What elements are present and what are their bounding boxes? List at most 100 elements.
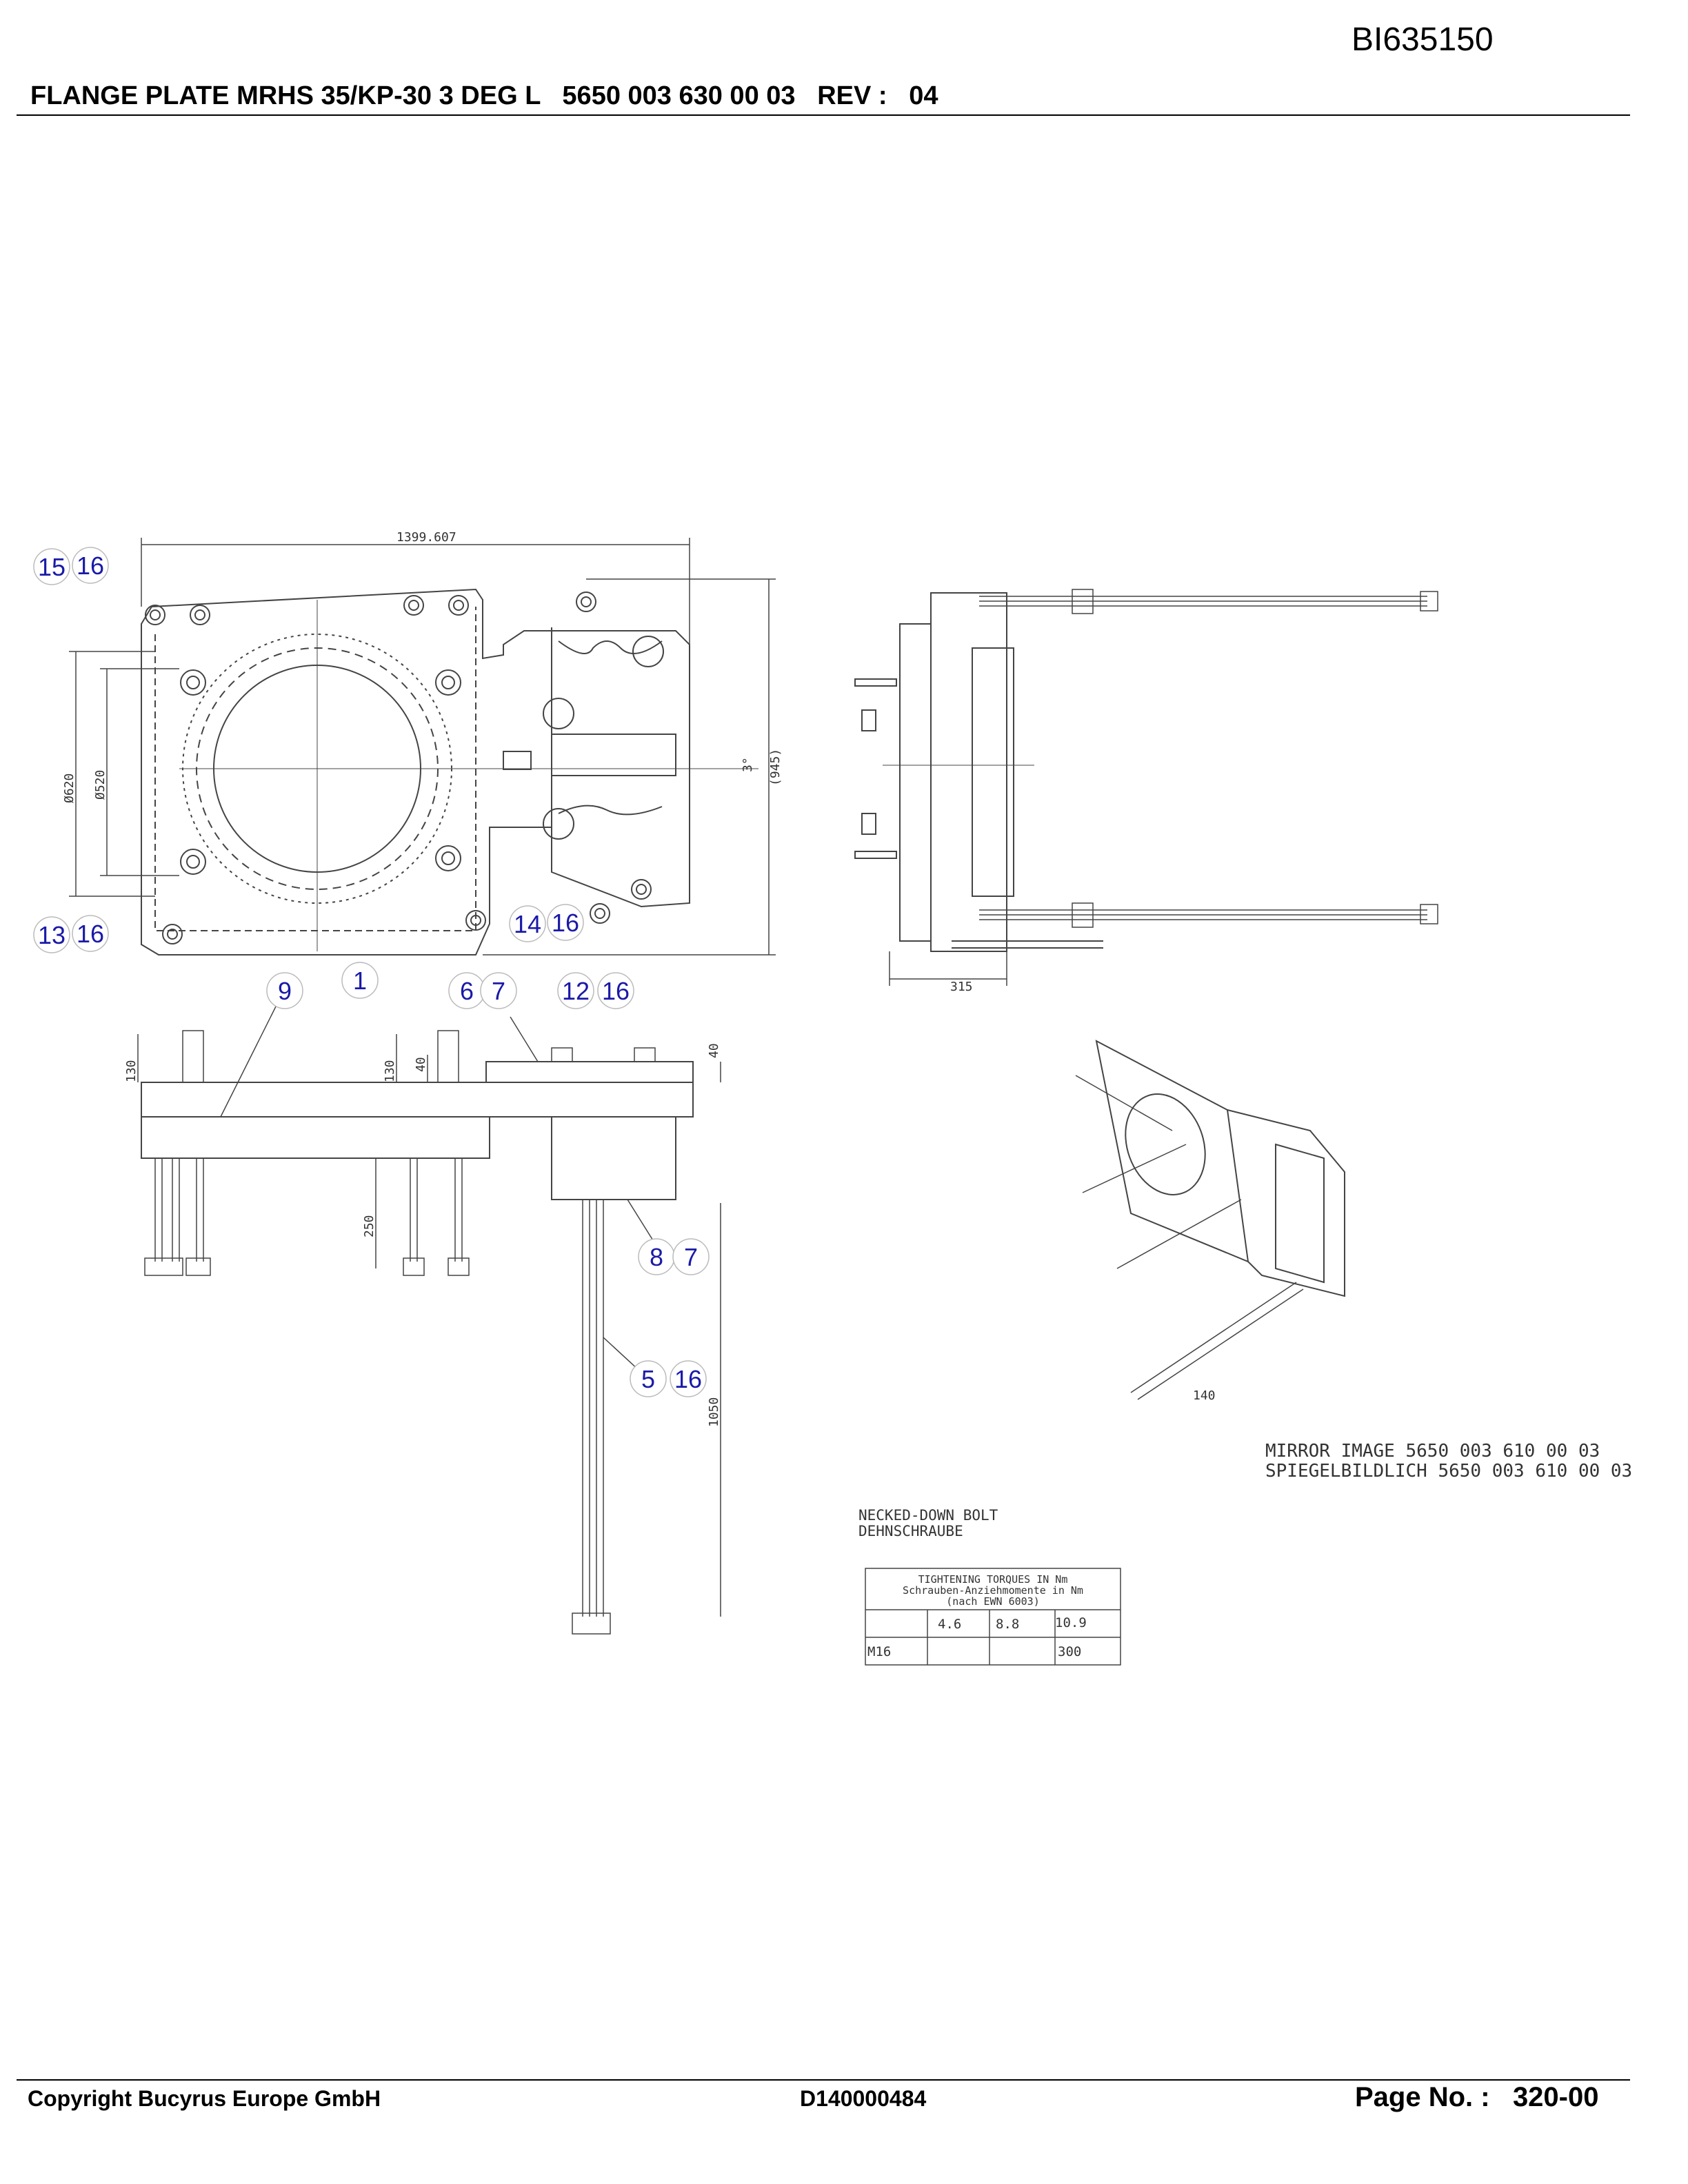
side-rods-top xyxy=(979,589,1438,614)
bolt-note-de: DEHNSCHRAUBE xyxy=(858,1523,963,1539)
grade-10-9: 10.9 xyxy=(1055,1615,1087,1630)
long-rods xyxy=(572,1200,611,1635)
slot-hole-1 xyxy=(632,636,664,667)
balloon-circle xyxy=(33,916,70,953)
balloon-label: 7 xyxy=(684,1243,698,1271)
balloon-label: 16 xyxy=(77,552,104,580)
balloon-label: 8 xyxy=(650,1243,663,1271)
grade-8-8: 8.8 xyxy=(996,1617,1019,1632)
side-bolt-3 xyxy=(861,709,876,731)
rev-label: REV : xyxy=(817,81,887,110)
top-view xyxy=(137,985,721,1635)
document-header: FLANGE PLATE MRHS 35/KP-30 3 DEG L 5650 … xyxy=(30,81,938,111)
top-riser xyxy=(485,1061,694,1083)
balloon-label: 9 xyxy=(278,977,292,1005)
mirror-note-en: MIRROR IMAGE 5650 003 610 00 03 xyxy=(1265,1441,1600,1462)
balloon-label: 12 xyxy=(562,977,590,1005)
drawing-code: D140000484 xyxy=(800,2086,927,2111)
balloon-16: 16 xyxy=(72,547,109,584)
balloon-label: 16 xyxy=(602,977,630,1005)
copyright: Copyright Bucyrus Europe GmbH xyxy=(28,2086,381,2111)
balloon-label: 15 xyxy=(38,553,66,581)
page-value: 320-00 xyxy=(1512,2082,1599,2112)
iso-body xyxy=(1227,1109,1345,1297)
dim-dia-outer: Ø620 xyxy=(62,774,77,803)
balloon-16: 16 xyxy=(670,1360,707,1397)
small-part xyxy=(503,751,532,770)
dim-width-top: 1399.607 xyxy=(396,530,456,545)
bolt-heads xyxy=(145,592,652,944)
balloon-7: 7 xyxy=(672,1238,710,1275)
dim-height-total: (945) xyxy=(768,749,783,786)
side-view xyxy=(854,589,1438,986)
balloon-circle xyxy=(72,547,109,584)
dim-iso-140: 140 xyxy=(1193,1388,1216,1403)
balloon-label: 1 xyxy=(353,967,367,995)
balloon-6: 6 xyxy=(448,972,485,1009)
top-flange xyxy=(141,1116,490,1159)
balloon-12: 12 xyxy=(557,972,594,1009)
torque-title-de: Schrauben-Anziehmomente in Nm xyxy=(903,1584,1083,1597)
balloon-14: 14 xyxy=(509,905,546,942)
balloon-16: 16 xyxy=(597,972,634,1009)
dim-1050: 1050 xyxy=(707,1397,721,1427)
balloon-1: 1 xyxy=(341,962,379,999)
torque-row-label: M16 xyxy=(867,1644,891,1659)
side-rods-bottom xyxy=(979,902,1438,928)
document-title: FLANGE PLATE MRHS 35/KP-30 3 DEG L xyxy=(30,81,541,110)
isometric-view xyxy=(1075,1040,1345,1400)
balloon-circle xyxy=(72,915,109,952)
rev-value: 04 xyxy=(909,81,938,110)
side-body xyxy=(930,592,1007,952)
bolt-note-en: NECKED-DOWN BOLT xyxy=(858,1507,998,1524)
balloon-8: 8 xyxy=(638,1238,675,1275)
side-bolt-2 xyxy=(854,851,897,859)
slot-hole-2 xyxy=(543,698,574,729)
side-bolt-1 xyxy=(854,678,897,687)
balloon-label: 7 xyxy=(492,977,505,1005)
key-slot xyxy=(551,734,676,776)
top-bolts xyxy=(144,1030,656,1276)
dim-130b: 130 xyxy=(383,1060,397,1082)
mirror-note-de: SPIEGELBILDLICH 5650 003 610 00 03 xyxy=(1265,1461,1632,1482)
dim-40b: 40 xyxy=(707,1043,721,1058)
torque-table-grid xyxy=(865,1568,1121,1666)
balloon-label: 5 xyxy=(641,1365,655,1393)
balloon-circle xyxy=(597,972,634,1009)
torque-title-en: TIGHTENING TORQUES IN Nm xyxy=(918,1573,1068,1586)
dim-250: 250 xyxy=(362,1215,376,1237)
dim-side-depth: 315 xyxy=(950,980,973,994)
flange-plate-outline xyxy=(141,588,690,956)
page-label: Page No. : xyxy=(1355,2082,1490,2112)
iso-bore xyxy=(1125,1093,1206,1195)
balloon-16: 16 xyxy=(547,904,584,941)
balloon-circle xyxy=(266,972,303,1009)
side-dimensions xyxy=(889,951,1007,986)
balloon-circle xyxy=(547,904,584,941)
balloon-circle xyxy=(557,972,594,1009)
balloon-16: 16 xyxy=(72,915,109,952)
top-block xyxy=(551,1116,676,1200)
balloon-9: 9 xyxy=(266,972,303,1009)
balloon-label: 14 xyxy=(514,910,541,938)
slot-hole-3 xyxy=(543,808,574,840)
balloon-label: 13 xyxy=(38,921,66,949)
document-id: BI635150 xyxy=(1352,21,1494,58)
part-number: 5650 003 630 00 03 xyxy=(562,81,796,110)
front-dimensions xyxy=(69,538,776,956)
balloon-label: 16 xyxy=(552,909,579,937)
side-bolt-4 xyxy=(861,813,876,835)
page-number: Page No. : 320-00 xyxy=(1355,2082,1599,2113)
side-plate xyxy=(899,623,932,942)
balloon-label: 16 xyxy=(77,920,104,948)
balloon-circle xyxy=(670,1360,707,1397)
iso-block xyxy=(1275,1143,1325,1284)
balloon-5: 5 xyxy=(630,1360,667,1397)
top-plate xyxy=(141,1082,694,1118)
front-view xyxy=(69,538,776,956)
balloon-circle xyxy=(480,972,517,1009)
top-dimensions xyxy=(137,1034,721,1617)
balloon-15: 15 xyxy=(33,548,70,585)
balloon-label: 16 xyxy=(674,1365,702,1393)
